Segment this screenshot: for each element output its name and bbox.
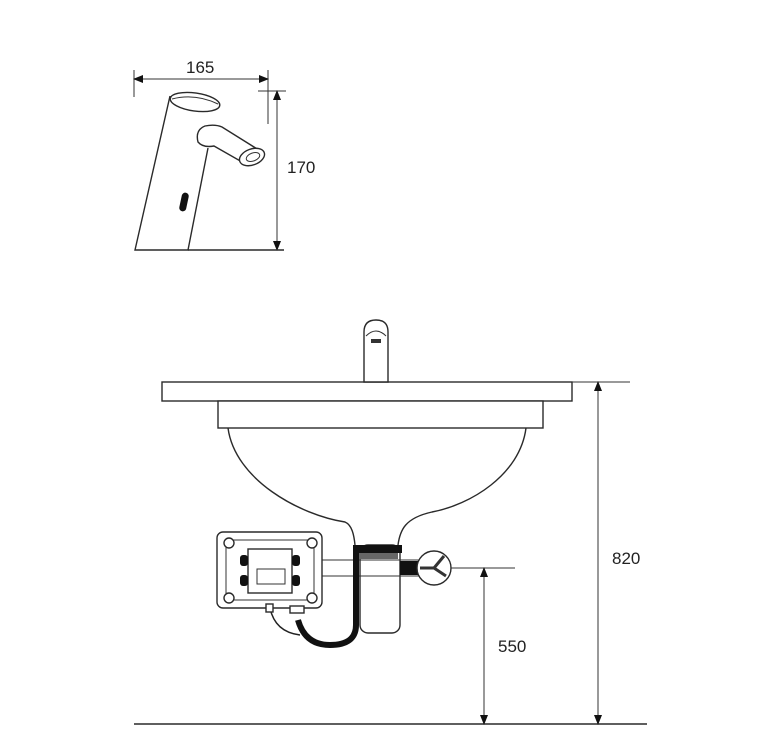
height-label: 170 xyxy=(287,158,315,177)
control-box xyxy=(216,531,323,614)
height-dimension: 170 xyxy=(258,90,315,251)
supply-hose xyxy=(295,545,359,649)
width-dimension: 165 xyxy=(133,58,269,124)
faucet-body xyxy=(134,91,284,251)
faucet-detail: 165 170 xyxy=(133,58,315,251)
sensor-window-icon xyxy=(179,192,189,212)
faucet-installed xyxy=(363,319,389,383)
basin-height-label: 820 xyxy=(612,549,640,568)
drain-siphon xyxy=(356,544,402,634)
basin-rim xyxy=(217,400,544,429)
valve-height-label: 550 xyxy=(498,637,526,656)
width-label: 165 xyxy=(186,58,214,77)
valve-height-dimension: 550 xyxy=(480,567,526,725)
basin-height-dimension: 820 xyxy=(572,381,640,725)
angle-valve xyxy=(416,550,515,586)
countertop xyxy=(161,381,573,402)
installation-view: 820 550 xyxy=(134,319,647,725)
basin-bowl xyxy=(227,427,527,546)
